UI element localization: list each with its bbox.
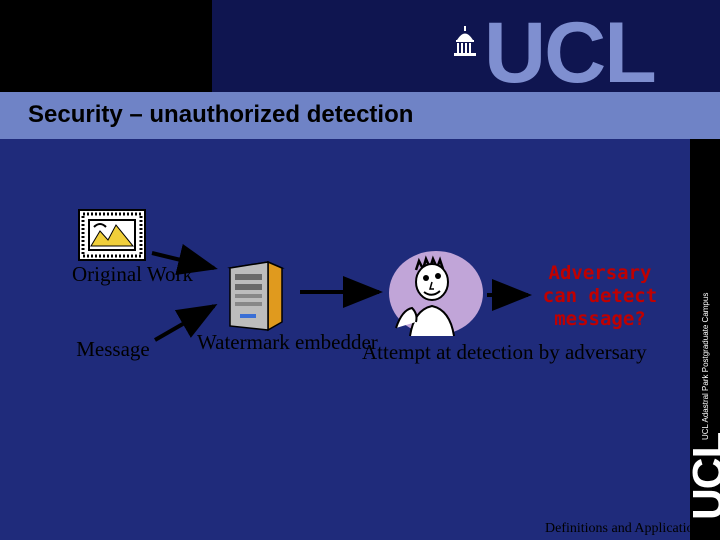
attempt-detection-label: Attempt at detection by adversary — [362, 341, 500, 364]
arrow-work-to-embedder — [152, 253, 214, 268]
computer-tower-icon — [222, 260, 288, 334]
adversary-face-icon — [386, 248, 486, 338]
footer-text: Definitions and Applications — [545, 521, 706, 537]
watermark-embedder-label: Watermark embedder — [197, 331, 309, 354]
adversary-result-text: Adversary can detect message? — [530, 262, 670, 331]
